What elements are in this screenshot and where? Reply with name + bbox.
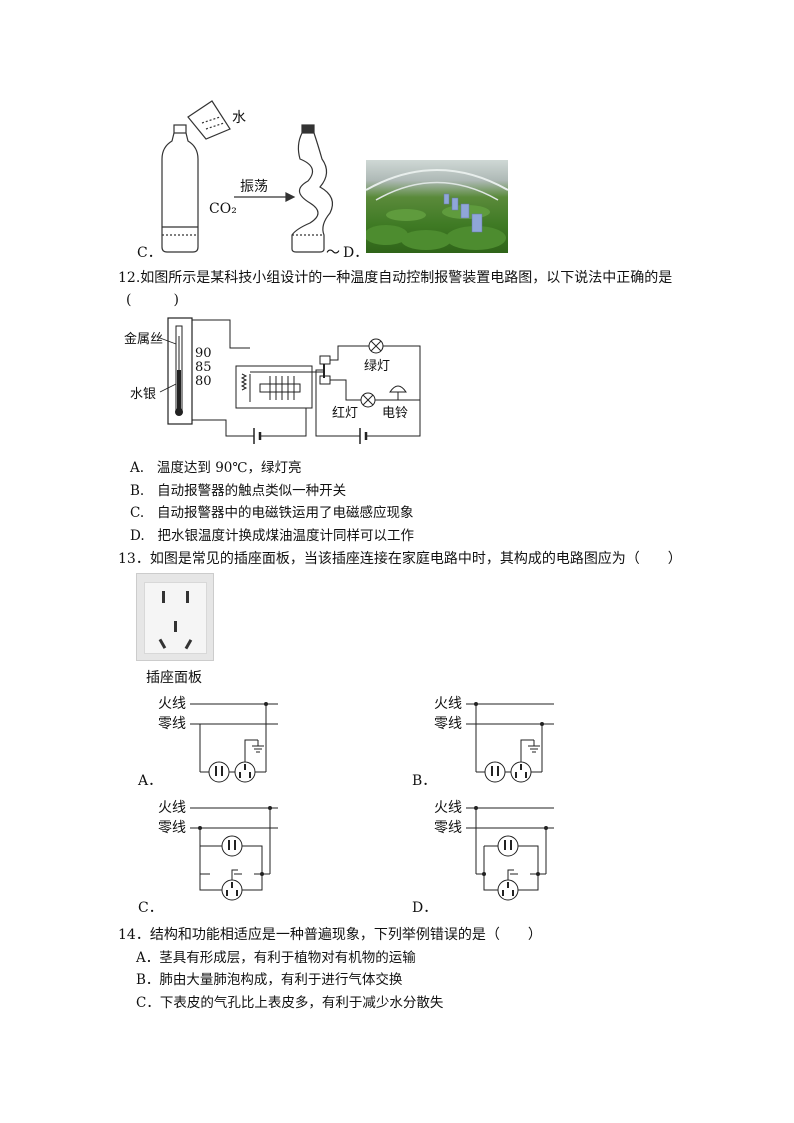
neutral-wire-label-c: 零线 [158,820,186,836]
socket-holes [158,591,193,650]
metal-wire-label: 金属丝 [124,332,164,347]
bottle-experiment-figure [161,100,333,253]
red-lamp-icon [360,392,376,408]
mercury-column [177,370,181,410]
three-pin-socket-icon [221,879,243,901]
q12-stem: 12.如图所示是某科技小组设计的一种温度自动控制报警装置电路图，以下说法中正确的… [118,270,673,286]
q13-stem: 13．如图是常见的插座面板，当该插座连接在家庭电路中时，其构成的电路图应为（ ） [118,551,682,567]
q14-option-c: C．下表皮的气孔比上表皮多，有利于减少水分散失 [136,995,444,1011]
electromagnet-relay [235,364,325,409]
q12-answer-paren: ( ) [126,292,179,308]
green-light-label: 绿灯 [364,359,391,374]
two-pin-socket-icon [484,761,506,783]
q12-option-d: D. 把水银温度计换成煤油温度计同样可以工作 [130,526,414,546]
scale-90: 90 [195,346,212,361]
socket-panel-photo [136,573,214,661]
plastic-bottle-icon [161,124,199,253]
bell-label: 电铃 [382,406,409,421]
beaker-pouring-water-icon [187,100,231,140]
option-b-label: B． [412,773,437,789]
live-wire-label-c: 火线 [158,800,186,816]
q12-option-b: B. 自动报警器的触点类似一种开关 [130,481,346,501]
option-d-label: D． [343,245,369,261]
three-pin-socket-icon [234,761,256,783]
neutral-wire-label-a: 零线 [158,716,186,732]
mercury-label: 水银 [130,387,157,402]
option-c-label: C． [138,900,163,916]
socket-face [144,582,207,654]
q12-option-c: C. 自动报警器中的电磁铁运用了电磁感应现象 [130,503,414,523]
two-pin-socket-icon [497,835,519,857]
option-text: 把水银温度计换成煤油温度计同样可以工作 [157,528,415,544]
option-d-label: D． [412,900,438,916]
socket-caption: 插座面板 [146,670,202,686]
circuit-option-a [190,702,278,783]
neutral-wire-label-d: 零线 [434,820,462,836]
greenhouse-scene [366,169,508,250]
three-pin-socket-icon [510,761,532,783]
scale-80: 80 [195,374,212,389]
option-key: D. [130,528,145,544]
option-text: 温度达到 90℃，绿灯亮 [156,460,302,476]
water-label: 水 [232,110,246,126]
shake-label: 振荡 [240,179,268,195]
option-text: 自动报警器中的电磁铁运用了电磁感应现象 [157,505,414,521]
live-wire-label-d: 火线 [434,800,462,816]
option-key: A. [130,460,145,476]
circuit-option-d [466,806,554,901]
tilde-label: ～ [326,245,340,261]
green-lamp-icon [368,338,384,354]
q12-option-a: A. 温度达到 90℃，绿灯亮 [130,458,302,478]
co2-label: CO₂ [209,201,237,217]
option-a-label: A． [138,773,163,789]
temperature-alarm-circuit-diagram [159,317,421,444]
greenhouse-photo [366,160,508,253]
electric-bell-icon [389,385,407,400]
option-c-label: C． [137,245,162,261]
two-pin-socket-icon [208,761,230,783]
three-pin-socket-icon [497,879,519,901]
thermometer-frame [167,317,193,425]
q14-stem: 14．结构和功能相适应是一种普遍现象，下列举例错误的是（ ） [118,927,542,943]
thermometer-bulb [175,408,183,416]
q14-option-b: B．肺由大量肺泡构成，有利于进行气体交换 [136,972,403,988]
option-key: C. [130,505,145,521]
arrow-icon [234,192,296,202]
crushed-bottle-icon [291,124,333,253]
live-wire-label-b: 火线 [434,696,462,712]
red-light-label: 红灯 [332,406,359,421]
neutral-wire-label-b: 零线 [434,716,462,732]
scale-85: 85 [195,360,212,375]
option-key: B. [130,483,145,499]
circuit-option-b [466,702,554,783]
option-text: 自动报警器的触点类似一种开关 [157,483,347,499]
q14-option-a: A．茎具有形成层，有利于植物对有机物的运输 [136,950,416,966]
two-pin-socket-icon [221,835,243,857]
live-wire-label-a: 火线 [158,696,186,712]
circuit-option-c [190,806,278,901]
